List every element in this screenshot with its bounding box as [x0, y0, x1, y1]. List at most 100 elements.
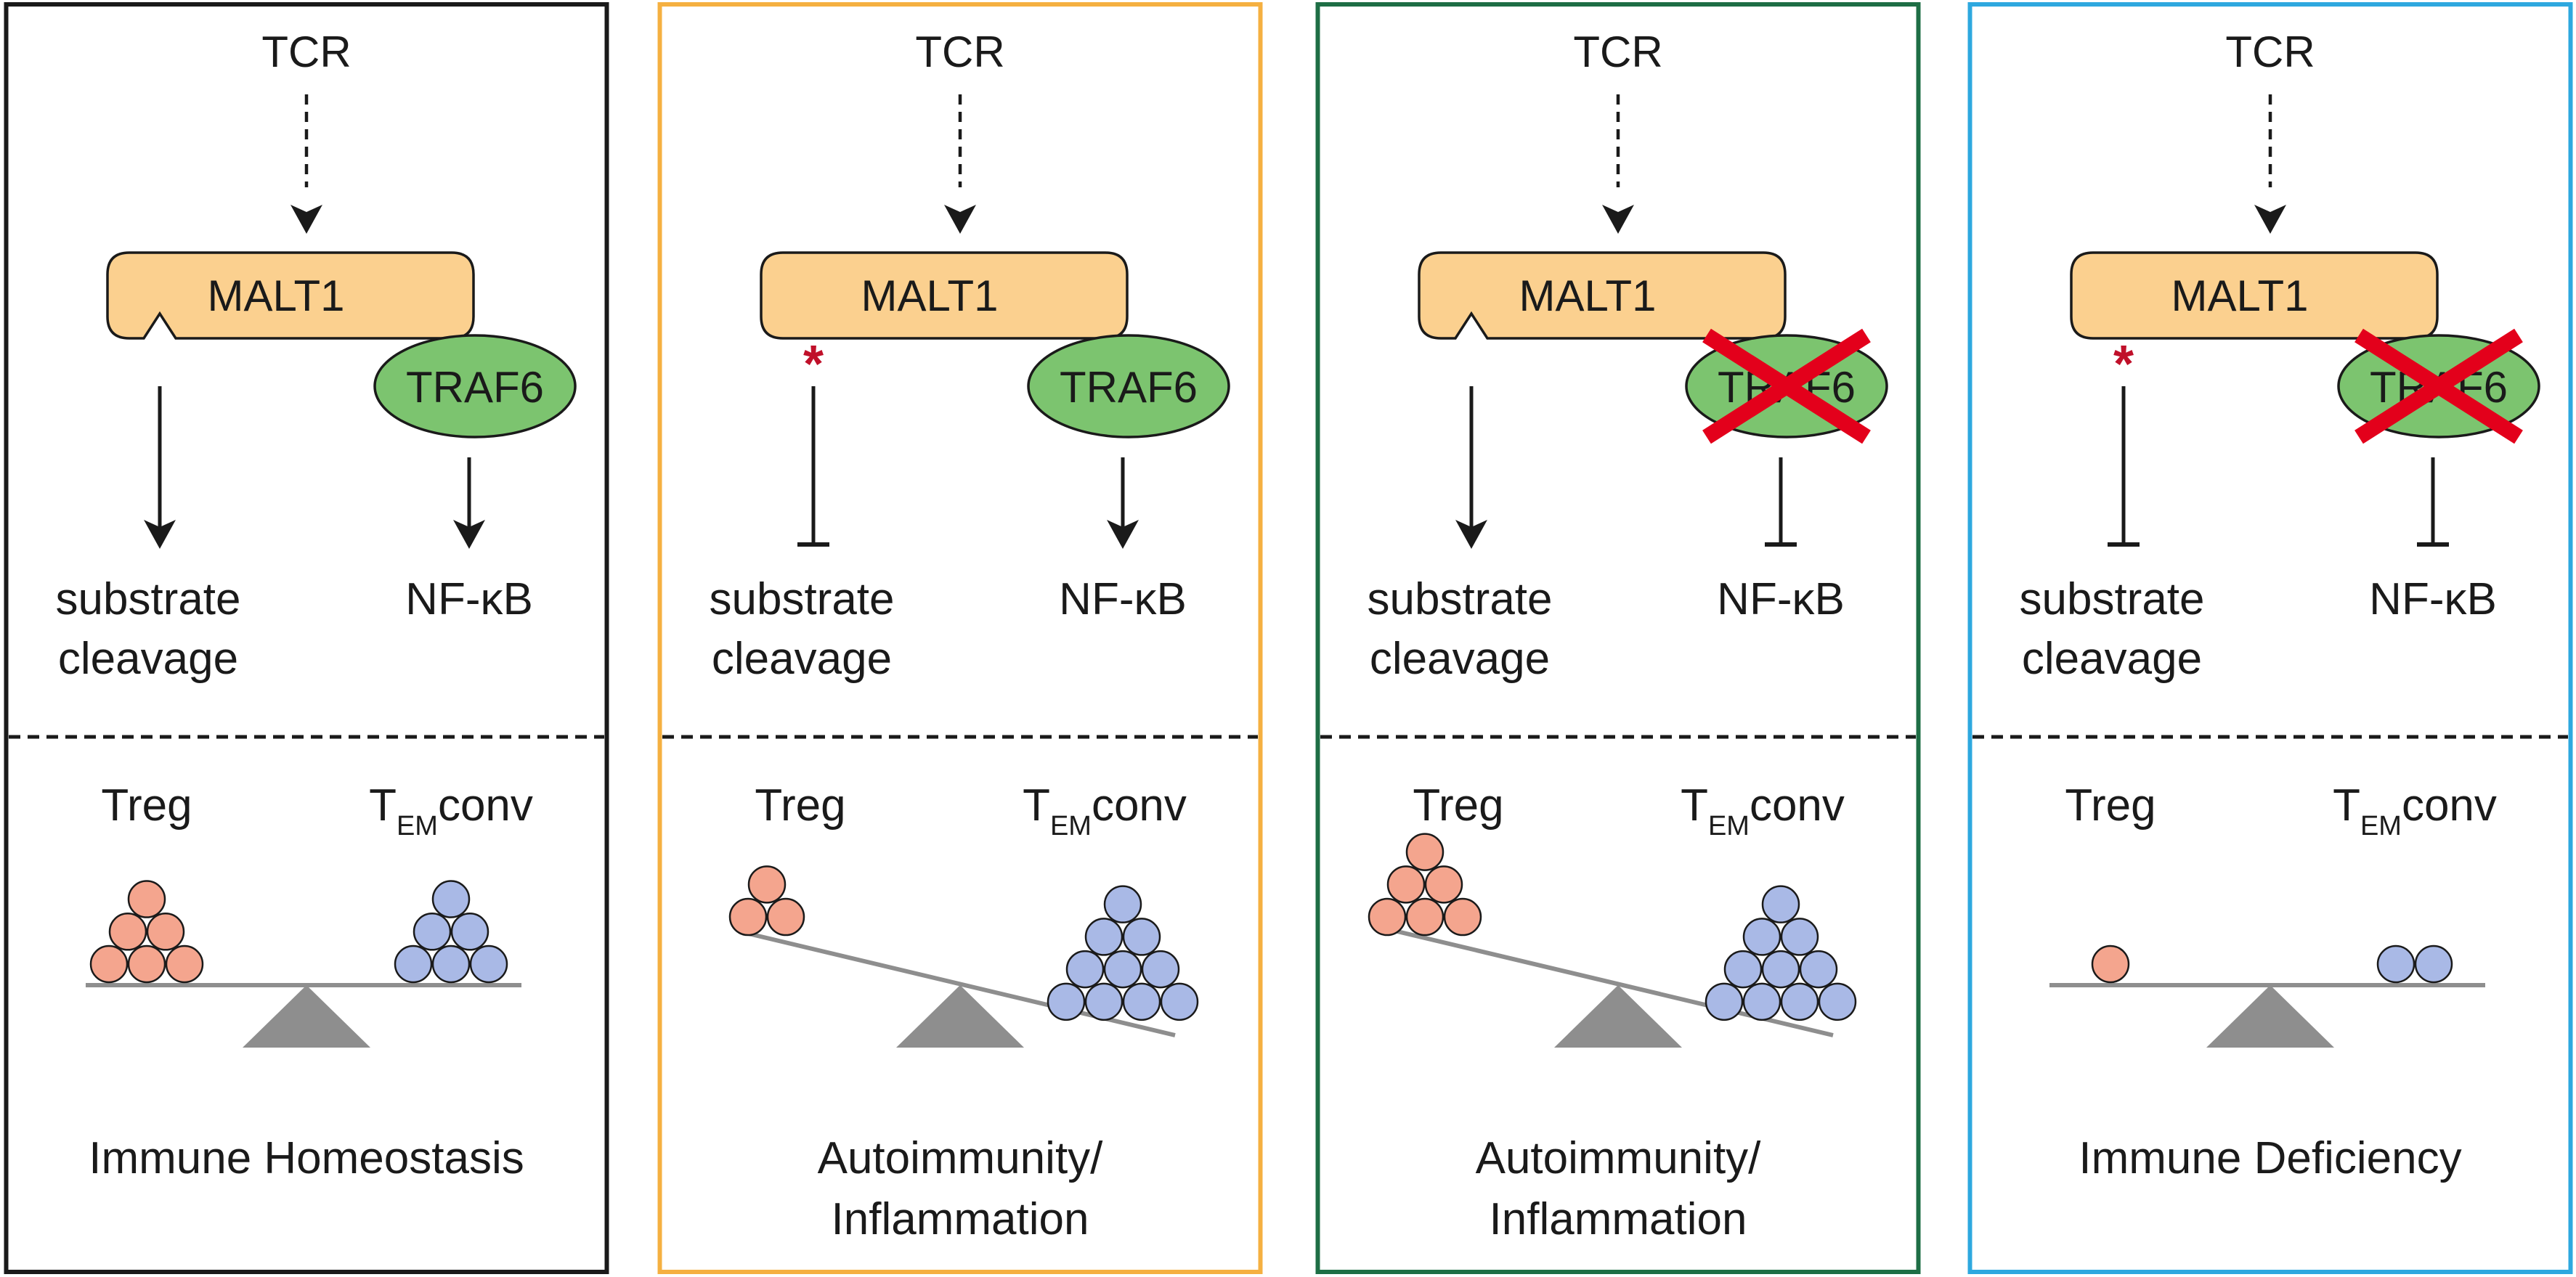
tem-sub: EM [2360, 811, 2402, 841]
outcome-line1: Immune Deficiency [2079, 1133, 2461, 1183]
tem-cell [413, 913, 452, 951]
tem-cell [1780, 918, 1819, 956]
substrate-label-line2: cleavage [712, 634, 892, 684]
seesaw-fulcrum [896, 985, 1024, 1048]
panel-frame [1967, 2, 2573, 1274]
treg-cell [1405, 897, 1445, 937]
tcr-label: TCR [915, 28, 1004, 76]
treg-cell [747, 865, 787, 904]
tem-cell [2414, 945, 2453, 984]
tem-cell [1780, 982, 1819, 1021]
tem-conv-label: TEMconv [369, 780, 533, 841]
treg-cell [2091, 945, 2130, 984]
malt1-label: MALT1 [1519, 272, 1657, 320]
treg-label: Treg [755, 780, 845, 831]
tem-sub: EM [1050, 811, 1092, 841]
tem-cell [1103, 950, 1142, 989]
tem-cell [450, 913, 489, 951]
panel-frame [657, 2, 1263, 1274]
nfkb-arrow-head [453, 520, 485, 549]
substrate-label-line2: cleavage [1370, 634, 1550, 684]
tem-conv-label: TEMconv [1681, 780, 1845, 841]
panel-frame [1315, 2, 1921, 1274]
traf6-cross-line-b [1702, 328, 1871, 444]
treg-cell [146, 913, 185, 951]
treg-cell [1424, 865, 1463, 904]
tcr-label: TCR [1573, 28, 1662, 76]
tcr-arrow-head [944, 205, 976, 234]
malt1-shape [1418, 251, 1787, 340]
tem-suffix: conv [1092, 780, 1187, 831]
tem-main: T [1681, 780, 1708, 831]
treg-cell [108, 913, 147, 951]
tcr-arrow-head [1602, 205, 1634, 234]
tem-cell [431, 945, 471, 984]
treg-cell [1443, 897, 1482, 937]
substrate-label-line1: substrate [709, 574, 894, 624]
tem-cell [2376, 945, 2415, 984]
tcr-arrow-head [2254, 205, 2286, 234]
tcr-arrow-head [290, 205, 322, 234]
treg-cell [127, 945, 166, 984]
substrate-label-line2: cleavage [58, 634, 238, 684]
seesaw-fulcrum [2206, 985, 2334, 1048]
tem-cell [1705, 982, 1744, 1021]
nfkb-arrow-head [1107, 520, 1139, 549]
tem-cell [1084, 982, 1124, 1021]
malt1-label: MALT1 [861, 272, 999, 320]
outcome-line2: Inflammation [1490, 1194, 1747, 1244]
outcome-line2: Inflammation [832, 1194, 1089, 1244]
nfkb-label: NF-κB [2369, 574, 2497, 624]
tem-main: T [1023, 780, 1050, 831]
outcome-line1: Autoimmunity/ [1476, 1133, 1762, 1183]
tem-cell [431, 880, 471, 918]
mutation-star: * [803, 335, 824, 393]
treg-cell [165, 945, 204, 984]
tem-suffix: conv [438, 780, 533, 831]
tem-cell [1761, 950, 1800, 989]
treg-label: Treg [2065, 780, 2156, 831]
tem-cell [1103, 885, 1142, 923]
tem-sub: EM [397, 811, 438, 841]
tem-main: T [2333, 780, 2360, 831]
tem-cell [1818, 982, 1857, 1021]
seesaw-fulcrum [1554, 985, 1682, 1048]
malt1-label: MALT1 [2171, 272, 2309, 320]
tem-conv-label: TEMconv [2333, 780, 2497, 841]
tem-cell [394, 945, 433, 984]
outcome-line1: Autoimmunity/ [818, 1133, 1104, 1183]
tem-cell [1723, 950, 1763, 989]
traf6-shape [1027, 334, 1230, 438]
substrate-label-line1: substrate [55, 574, 240, 624]
tem-cell [1084, 918, 1124, 956]
treg-cell [1405, 833, 1445, 871]
substrate-label-line1: substrate [1367, 574, 1552, 624]
nfkb-label: NF-κB [1717, 574, 1845, 624]
treg-cell [766, 897, 805, 937]
panel-frame [4, 2, 609, 1274]
traf6-label: TRAF6 [406, 363, 544, 412]
malt1-label: MALT1 [208, 272, 345, 320]
traf6-shape [373, 334, 577, 438]
treg-cell [1368, 897, 1407, 937]
traf6-cross-line-b [2354, 328, 2523, 444]
tem-cell [1122, 982, 1161, 1021]
panel-protease-dead: TCRMALT1TRAF6*substratecleavageNF-κBTreg… [657, 2, 1263, 1274]
treg-cell [728, 897, 768, 937]
substrate-label-line2: cleavage [2022, 634, 2202, 684]
mutation-star: * [2113, 335, 2134, 393]
panel-traf6-binding-mutant: TCRMALT1TRAF6substratecleavageNF-κBTregT… [1315, 2, 1921, 1274]
traf6-label: TRAF6 [1060, 363, 1198, 412]
nfkb-label: NF-κB [405, 574, 533, 624]
tcr-label: TCR [261, 28, 351, 76]
substrate-label-line1: substrate [2019, 574, 2204, 624]
outcome-line1: Immune Homeostasis [89, 1133, 524, 1183]
tem-cell [469, 945, 508, 984]
treg-label: Treg [101, 780, 192, 831]
tcr-label: TCR [2225, 28, 2315, 76]
tem-conv-label: TEMconv [1023, 780, 1187, 841]
treg-cell [89, 945, 129, 984]
tem-cell [1799, 950, 1838, 989]
tem-cell [1122, 918, 1161, 956]
